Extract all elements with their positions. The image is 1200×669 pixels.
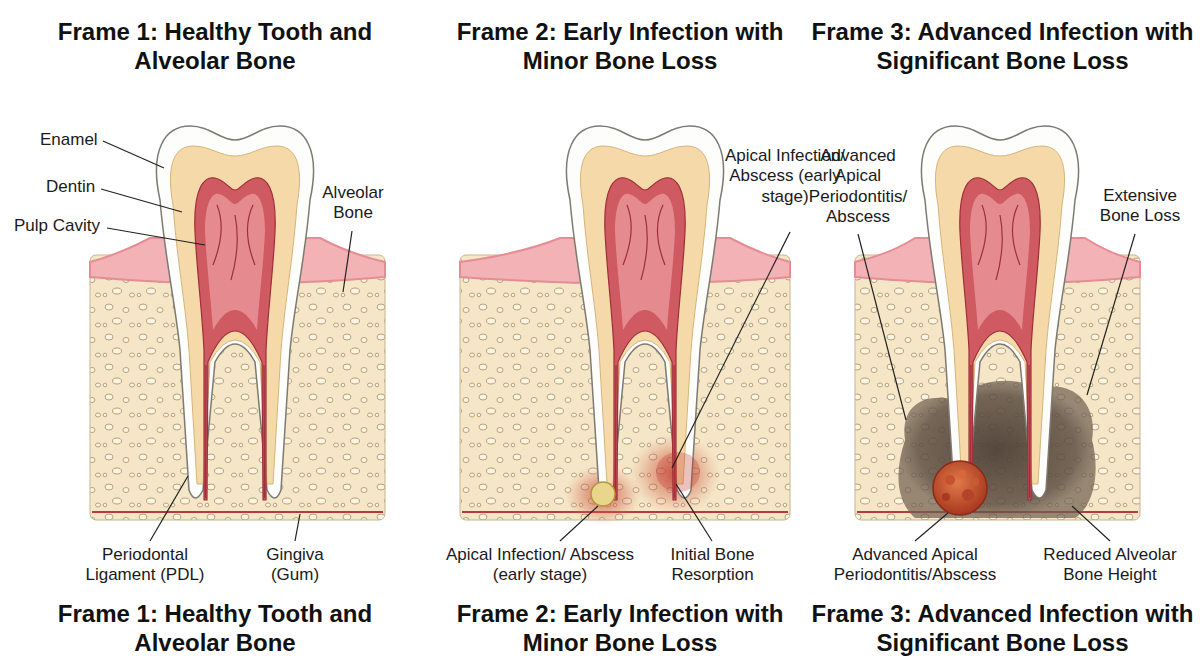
frame-3-illustration — [855, 126, 1140, 520]
part-label: Initial Bone Resorption — [650, 545, 775, 586]
part-label: Gingiva (Gum) — [255, 545, 335, 586]
vessel — [92, 511, 383, 513]
frame-title: Frame 3: Advanced Infection with Signifi… — [810, 18, 1195, 76]
frame-title: Frame 2: Early Infection with Minor Bone… — [425, 18, 815, 76]
tooth — [156, 126, 313, 500]
part-label: Pulp Cavity — [14, 216, 114, 236]
frame-title: Frame 3: Advanced Infection with Signifi… — [810, 600, 1195, 658]
part-label: Enamel — [40, 130, 110, 150]
tooth — [566, 126, 723, 500]
bone-resorption — [656, 452, 700, 492]
part-label: Apical Infection/ Abscess (early stage) — [445, 545, 635, 586]
tooth — [921, 126, 1078, 500]
abscess — [933, 461, 987, 515]
part-label: Extensive Bone Loss — [1085, 186, 1195, 227]
leader-lines — [101, 141, 1135, 541]
part-label: Alveolar Bone — [308, 183, 398, 224]
frame-title: Frame 1: Healthy Tooth and Alveolar Bone — [20, 600, 410, 658]
frame-title: Frame 1: Healthy Tooth and Alveolar Bone — [20, 18, 410, 76]
part-label: Reduced Alveolar Bone Height — [1025, 545, 1195, 586]
part-label: Advanced Apical Periodontitis/Abscess — [820, 545, 1010, 586]
abscess — [591, 482, 615, 506]
frame-2-illustration — [460, 126, 790, 525]
part-label: Periodontal Ligament (PDL) — [70, 545, 220, 586]
frame-title: Frame 2: Early Infection with Minor Bone… — [425, 600, 815, 658]
part-label: Advanced Apical Periodontitis/ Abscess — [800, 146, 916, 228]
bone-loss-region — [898, 381, 1095, 518]
part-label: Dentin — [46, 177, 116, 197]
